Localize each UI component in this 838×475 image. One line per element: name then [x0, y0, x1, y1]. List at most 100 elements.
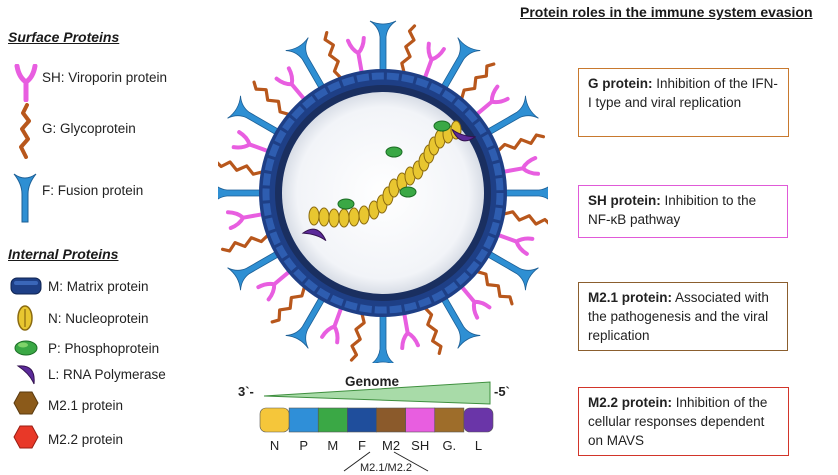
legend-n-label: N: Nucleoprotein — [48, 311, 149, 326]
sh-icon — [14, 64, 38, 102]
genome-3prime-end: 3`- — [238, 384, 254, 399]
f-protein-spike — [227, 95, 280, 136]
gene-segment-g — [434, 407, 465, 433]
m21-protein-name: M2.1 protein: — [588, 290, 673, 305]
f-protein-spike — [369, 20, 397, 72]
rna-polymerase — [451, 128, 477, 142]
m21-protein-icon — [13, 391, 39, 415]
g-protein-role: Inhibition of the IFN-I type and viral r… — [588, 76, 778, 110]
g-protein-name: G protein: — [588, 76, 653, 91]
nucleocapsid — [301, 120, 477, 242]
surface-spikes — [218, 20, 548, 363]
gene-label: F — [358, 438, 366, 453]
matrix-protein-icon — [10, 277, 42, 295]
gene-label: SH — [411, 438, 429, 453]
sh-protein-spike — [225, 210, 265, 230]
m21-protein-box: M2.1 protein: Associated with the pathog… — [578, 282, 788, 351]
g-protein-box: G protein: Inhibition of the IFN-I type … — [578, 68, 789, 137]
g-protein-spike — [400, 24, 417, 75]
sh-protein-spike — [274, 66, 307, 102]
f-protein-spike — [486, 95, 539, 136]
f-protein-spike — [504, 179, 548, 207]
legend-p-label: P: Phosphoprotein — [48, 341, 160, 356]
sh-protein-spike — [495, 232, 535, 256]
g-protein-spike — [218, 159, 265, 176]
virus-illustration — [218, 20, 548, 363]
gene-segment-m — [317, 407, 348, 433]
gene-bar — [259, 407, 494, 433]
sh-protein-name: SH protein: — [588, 193, 661, 208]
f-protein-spike — [440, 37, 481, 90]
gene-segment-n — [259, 407, 290, 433]
legend-m-label: M: Matrix protein — [48, 279, 149, 294]
g-protein-spike — [270, 284, 307, 324]
gene-label: L — [475, 438, 482, 453]
gene-segment-p — [288, 407, 319, 433]
sh-protein-spike — [501, 156, 541, 176]
f-protein-spike — [440, 296, 481, 349]
legend-m21-label: M2.1 protein — [48, 398, 124, 413]
nucleoprotein-bead — [318, 207, 330, 227]
envelope-ring — [262, 72, 504, 314]
sh-protein-spike — [320, 305, 344, 345]
g-protein-spike — [501, 210, 548, 227]
g-protein-spike — [252, 80, 292, 117]
f-protein-spike — [218, 179, 262, 207]
nucleoprotein-icon — [17, 305, 33, 331]
legend-m22-label: M2.2 protein — [48, 432, 124, 447]
phosphoprotein-blob — [337, 198, 355, 210]
gene-segment-f — [347, 407, 377, 433]
phosphoprotein-blob — [433, 120, 451, 132]
gene-label: M — [327, 438, 338, 453]
sh-protein-spike — [459, 284, 492, 320]
gene-label: M2 — [382, 438, 400, 453]
sh-protein-spike — [422, 41, 446, 81]
nucleoprotein-bead — [358, 205, 370, 225]
sh-protein-spike — [400, 311, 420, 351]
nucleoprotein-bead — [348, 207, 360, 227]
phosphoprotein-blob — [399, 186, 417, 198]
rna-polymerase — [301, 228, 327, 242]
genome-wedge — [263, 381, 491, 405]
m22-protein-icon — [13, 425, 39, 449]
m22-protein-name: M2.2 protein: — [588, 395, 673, 410]
g-protein-spike — [423, 306, 443, 356]
g-protein-spike — [496, 133, 546, 153]
m2-split-left — [343, 451, 371, 472]
rna-polymerase-icon — [16, 365, 35, 385]
nucleoprotein-bead — [308, 206, 320, 226]
gene-label: N — [270, 438, 279, 453]
f-protein-spike — [285, 37, 326, 90]
f-icon — [13, 173, 37, 223]
nucleoprotein-bead — [328, 208, 340, 228]
gene-segment-sh — [405, 407, 436, 433]
surface-proteins-title: Surface Proteins — [8, 29, 120, 45]
figure-title: Protein roles in the immune system evasi… — [520, 4, 813, 20]
g-protein-spike — [474, 269, 514, 306]
m22-protein-box: M2.2 protein: Inhibition of the cellular… — [578, 387, 789, 456]
legend-f-label: F: Fusion protein — [42, 183, 144, 198]
f-protein-spike — [486, 250, 539, 291]
legend-l-label: L: RNA Polymerase — [48, 367, 166, 382]
g-protein-spike — [349, 311, 366, 362]
nucleoprotein-bead — [338, 208, 350, 228]
genome-5prime-end: -5` — [494, 384, 510, 399]
gene-segment-l — [463, 407, 494, 433]
legend-sh-label: SH: Viroporin protein — [42, 70, 168, 85]
sh-protein-spike — [474, 84, 510, 117]
phosphoprotein-icon — [14, 340, 38, 356]
sh-protein-role: Inhibition to the NF-κB pathway — [588, 193, 757, 227]
gene-segment-m2 — [376, 407, 406, 433]
m22-protein-role: Inhibition of the cellular responses dep… — [588, 395, 768, 448]
m21-protein-role: Associated with the pathogenesis and the… — [588, 290, 769, 343]
sh-protein-spike — [256, 269, 292, 302]
m2-sublabel: M2.1/M2.2 — [360, 462, 412, 474]
g-protein-spike — [220, 233, 270, 253]
f-protein-spike — [285, 296, 326, 349]
m2-split-right — [393, 451, 429, 472]
sh-protein-spike — [346, 35, 366, 75]
g-icon — [19, 103, 31, 159]
g-protein-spike — [323, 30, 343, 80]
gene-label: G. — [442, 438, 456, 453]
